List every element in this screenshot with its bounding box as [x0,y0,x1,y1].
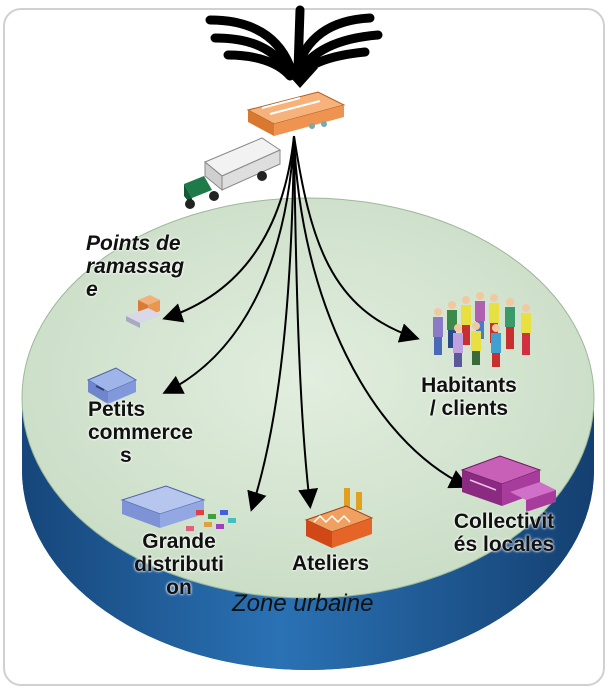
distribution-arrows [162,135,470,512]
label-points-ramassage: Points de ramassag e [86,232,184,301]
label-petits-commerces: Petits commerce s [88,398,193,467]
warehouse-icon [246,91,346,136]
label-zone-urbaine: Zone urbaine [232,590,374,617]
label-petits-commerces-line-1: Petits [88,398,146,421]
label-points-ramassage-line-3: e [86,278,98,301]
factory-icon [304,488,374,548]
label-ateliers: Ateliers [292,552,370,575]
label-petits-commerces-line-2: commerce [88,421,194,444]
arrow-to-points-ramassage [162,135,295,323]
public-building-icon [460,455,556,512]
arrow-to-petits-commerces [162,135,295,394]
people-icon [433,292,531,367]
label-habitants-line-2: / clients [429,397,509,420]
arrow-to-collectivites [293,135,470,489]
label-grande-distribution-line-3: on [166,576,192,599]
label-collectivites-line-2: és locales [453,533,555,556]
incoming-flow-arrows-icon [205,5,383,88]
label-habitants: Habitants / clients [404,374,534,420]
label-grande-distribution-line-2: distributi [134,553,224,576]
label-grande-distribution: Grande distributi on [118,530,240,599]
arrow-to-ateliers [293,135,319,509]
small-shop-icon [86,367,138,404]
label-points-ramassage-line-2: ramassag [86,255,185,278]
supermarket-icon [120,485,236,531]
label-points-ramassage-line-1: Points de [86,232,181,255]
label-collectivites-line-1: Collectivit [453,510,555,533]
truck-icon [184,137,282,209]
arrow-to-grande-distribution [247,135,295,512]
label-collectivites: Collectivit és locales [434,510,574,556]
label-petits-commerces-line-3: s [120,444,132,467]
label-habitants-line-1: Habitants [421,374,517,397]
arrow-to-habitants [293,135,420,343]
parcel-point-icon [126,295,162,328]
label-grande-distribution-line-1: Grande [142,530,216,553]
